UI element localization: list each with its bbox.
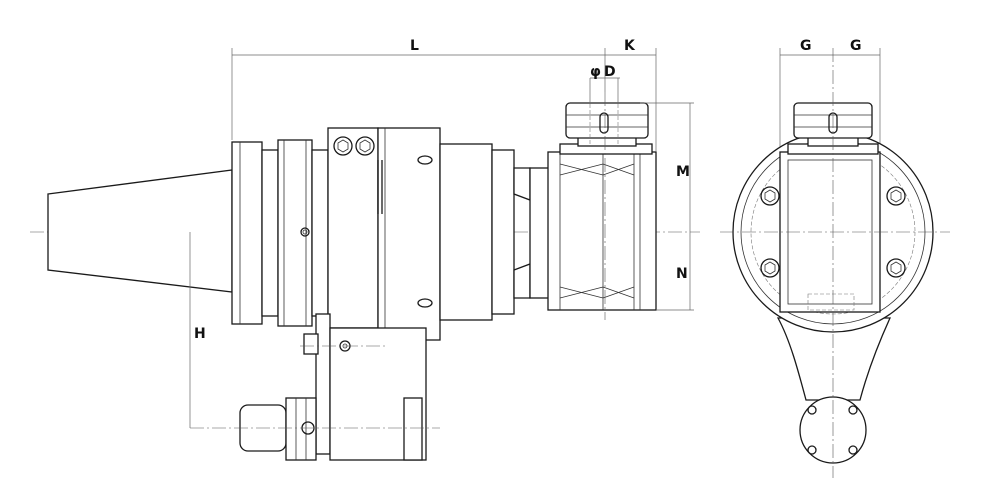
dim-G-left-label: G (800, 38, 812, 54)
flange-pin-inner (302, 229, 308, 235)
front-view (720, 48, 950, 478)
lower-arm-step (403, 397, 423, 461)
oval-port-bottom (417, 298, 433, 308)
flange-pin (300, 227, 310, 237)
head-chamfer-bottom (513, 263, 531, 299)
hex-screw-icon (886, 258, 906, 278)
housing-neck-step (491, 149, 515, 315)
collet-slot (599, 112, 609, 134)
taper-shank (47, 169, 233, 293)
boss-screw (807, 405, 817, 415)
dim-D-label: D (604, 64, 616, 80)
collet-nut (565, 102, 649, 139)
flange-groove (261, 149, 279, 317)
bearing-hatch (559, 163, 635, 299)
head-chamfer-top (513, 167, 531, 201)
side-knob (303, 333, 319, 355)
housing-neck (439, 143, 493, 321)
flange-collar (231, 141, 263, 325)
boss-screw (848, 405, 858, 415)
dim-N-label: N (676, 266, 688, 282)
spindle-housing (547, 151, 657, 311)
hex-screw-icon (760, 258, 780, 278)
dim-G-right-label: G (850, 38, 862, 54)
dim-L-label: L (410, 38, 419, 54)
housing-body (377, 127, 441, 341)
hex-screw-icon (355, 136, 375, 156)
dim-phi-label: φ (590, 64, 601, 80)
housing-front-plate (327, 127, 379, 329)
flange-spacer (311, 149, 329, 317)
hex-screw-icon (333, 136, 353, 156)
front-block-hidden (807, 293, 855, 311)
boss-screw (807, 445, 817, 455)
lower-collet-nut (285, 397, 317, 461)
dimensions: L K φ D M N H G G (189, 38, 881, 428)
front-arm (776, 317, 892, 401)
dim-M-label: M (676, 164, 690, 180)
oval-port-top (417, 155, 433, 165)
hex-screw-icon (886, 186, 906, 206)
dim-K-label: K (624, 38, 636, 54)
hex-screw-icon (760, 186, 780, 206)
boss-screw (848, 445, 858, 455)
dim-H-label: H (194, 326, 206, 342)
side-view (30, 92, 700, 461)
